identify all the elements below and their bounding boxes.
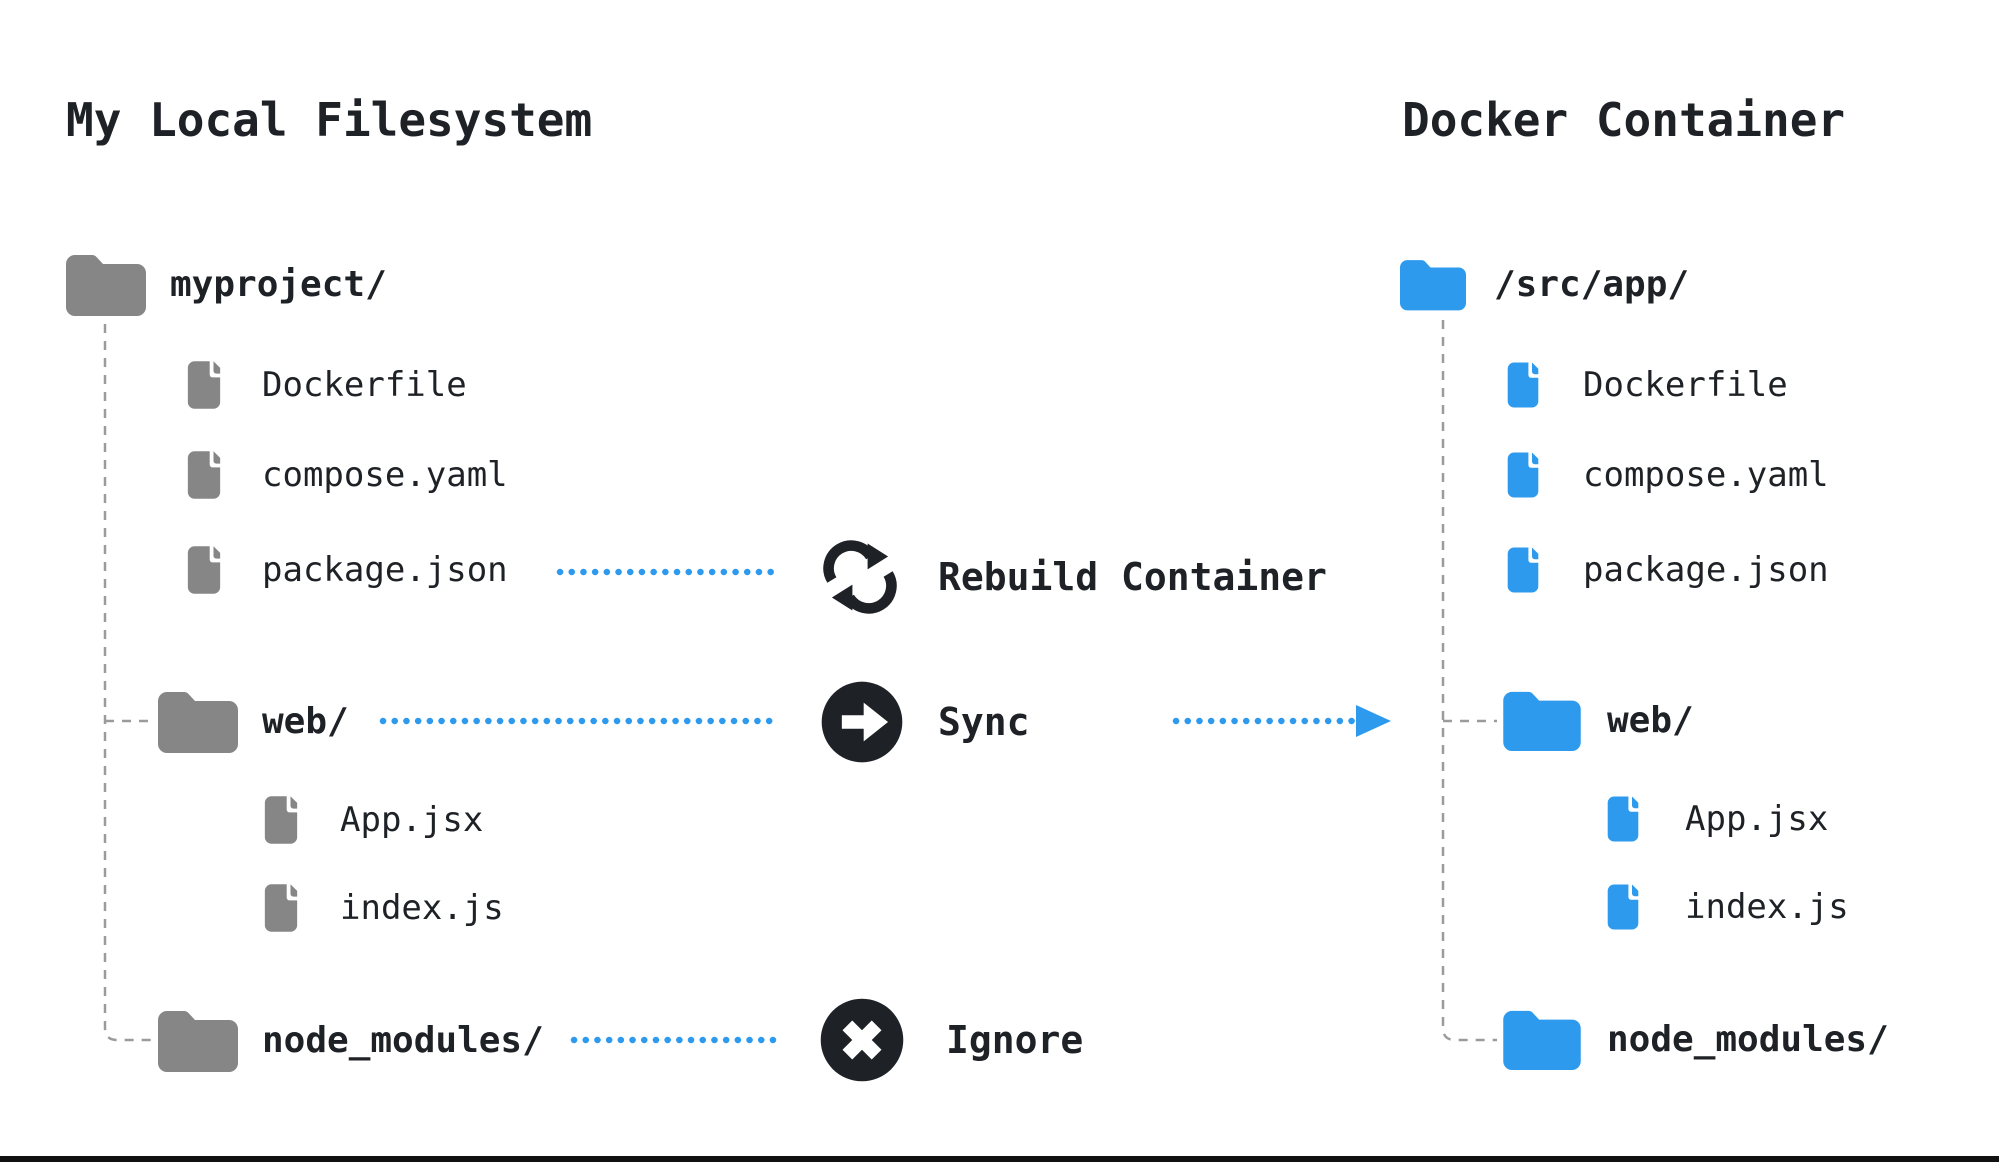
folder-icon — [66, 252, 146, 316]
local-file-label-dockerfile: Dockerfile — [262, 365, 467, 405]
local-tree-branch-line — [103, 324, 152, 1042]
file-icon — [185, 546, 223, 594]
local-file-row-indexjs: index.js — [262, 884, 504, 932]
container-root-row: /src/app/ — [1400, 256, 1689, 312]
bottom-divider-line — [0, 1156, 1999, 1162]
container-file-label-compose: compose.yaml — [1583, 455, 1829, 495]
local-file-row-dockerfile: Dockerfile — [185, 361, 467, 409]
sync-label: Sync — [938, 700, 1030, 744]
docker-container-heading: Docker Container — [1402, 93, 1846, 147]
container-file-label-package: package.json — [1583, 550, 1829, 590]
container-file-row-package: package.json — [1505, 547, 1829, 593]
container-file-row-compose: compose.yaml — [1505, 452, 1829, 498]
local-node-modules-row: node_modules/ — [158, 1008, 544, 1072]
sync-flow-arrowhead-icon — [1356, 705, 1391, 737]
folder-icon — [1503, 689, 1581, 751]
container-node-modules-row: node_modules/ — [1503, 1008, 1889, 1070]
container-web-folder-label: web/ — [1607, 699, 1694, 741]
container-node-modules-label: node_modules/ — [1607, 1018, 1889, 1060]
file-icon — [262, 796, 300, 844]
local-file-label-package: package.json — [262, 550, 508, 590]
file-icon — [262, 884, 300, 932]
file-icon — [1605, 884, 1641, 930]
local-web-folder-label: web/ — [262, 700, 349, 742]
rebuild-container-label: Rebuild Container — [938, 555, 1327, 599]
container-file-row-appjsx: App.jsx — [1605, 796, 1828, 842]
file-icon — [1505, 362, 1541, 408]
folder-icon — [1400, 256, 1466, 312]
file-icon — [185, 361, 223, 409]
folder-icon — [158, 1008, 238, 1072]
container-file-label-appjsx: App.jsx — [1685, 799, 1829, 839]
local-filesystem-heading: My Local Filesystem — [66, 93, 593, 147]
container-tree-branch-line — [1441, 320, 1497, 1042]
refresh-icon — [822, 537, 898, 617]
folder-icon — [158, 689, 238, 753]
local-file-row-compose: compose.yaml — [185, 451, 508, 499]
local-root-row: myproject/ — [66, 252, 387, 316]
container-root-label: /src/app/ — [1494, 263, 1690, 305]
container-file-label-dockerfile: Dockerfile — [1583, 365, 1788, 405]
sync-arrow-circle-icon — [820, 680, 904, 764]
container-file-row-indexjs: index.js — [1605, 884, 1849, 930]
local-file-row-package: package.json — [185, 546, 508, 594]
file-icon — [185, 451, 223, 499]
x-circle-icon — [819, 997, 905, 1083]
file-icon — [1505, 452, 1541, 498]
local-node-modules-label: node_modules/ — [262, 1019, 544, 1061]
file-icon — [1605, 796, 1641, 842]
local-file-label-indexjs: index.js — [340, 888, 504, 928]
local-file-label-compose: compose.yaml — [262, 455, 508, 495]
container-web-folder-row: web/ — [1503, 689, 1694, 751]
file-icon — [1505, 547, 1541, 593]
local-file-row-appjsx: App.jsx — [262, 796, 483, 844]
container-file-row-dockerfile: Dockerfile — [1505, 362, 1788, 408]
local-root-label: myproject/ — [170, 263, 387, 305]
local-file-label-appjsx: App.jsx — [340, 800, 484, 840]
local-web-folder-row: web/ — [158, 689, 349, 753]
folder-icon — [1503, 1008, 1581, 1070]
container-file-label-indexjs: index.js — [1685, 887, 1849, 927]
ignore-label: Ignore — [946, 1018, 1084, 1062]
